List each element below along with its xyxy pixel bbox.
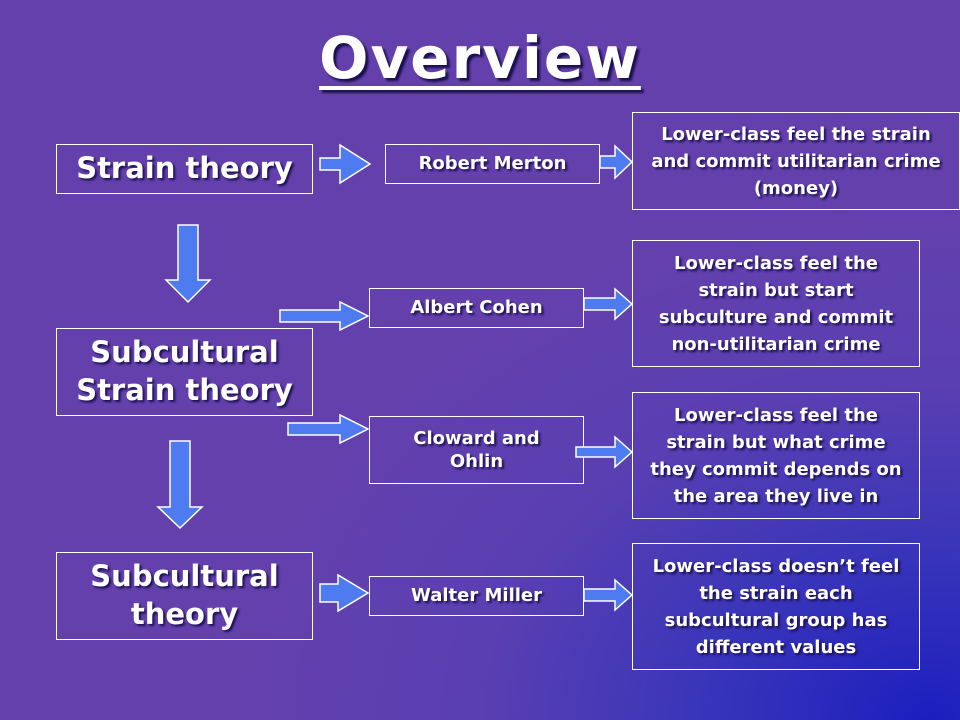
merton-description-box: Lower-class feel the strain and commit u… bbox=[632, 112, 960, 210]
cohen-description: Lower-class feel the strain but start su… bbox=[658, 252, 894, 355]
arrow-right-miller-to-description bbox=[583, 578, 634, 612]
miller-description: Lower-class doesn’t feel the strain each… bbox=[652, 555, 900, 658]
strain-theory-box: Strain theory bbox=[56, 144, 313, 194]
cloward-ohlin-description-box: Lower-class feel the strain but what cri… bbox=[632, 392, 920, 519]
arrow-right-to-miller bbox=[319, 573, 370, 613]
arrow-right-to-cloward-ohlin bbox=[287, 413, 370, 445]
arrow-right-strain-to-merton bbox=[319, 143, 372, 185]
robert-merton-label: Robert Merton bbox=[418, 153, 567, 175]
arrow-right-to-cohen bbox=[279, 300, 370, 332]
walter-miller-label: Walter Miller bbox=[411, 585, 542, 607]
arrow-right-cloward-to-description bbox=[575, 435, 634, 469]
cohen-description-box: Lower-class feel the strain but start su… bbox=[632, 240, 920, 367]
miller-description-box: Lower-class doesn’t feel the strain each… bbox=[632, 543, 920, 670]
subcultural-theory-label: Subcultural theory bbox=[90, 559, 279, 631]
subcultural-strain-theory-box: Subcultural Strain theory bbox=[56, 328, 313, 416]
albert-cohen-label: Albert Cohen bbox=[410, 297, 543, 319]
cloward-ohlin-label: Cloward and Ohlin bbox=[413, 427, 540, 472]
slide-title: Overview bbox=[319, 24, 641, 92]
arrow-down-subcultural-strain-to-subcultural bbox=[156, 440, 204, 530]
subcultural-strain-theory-label: Subcultural Strain theory bbox=[76, 335, 293, 407]
merton-description: Lower-class feel the strain and commit u… bbox=[651, 123, 941, 199]
arrow-right-merton-to-description bbox=[599, 144, 634, 180]
arrow-down-strain-to-subcultural-strain bbox=[164, 224, 212, 304]
strain-theory-label: Strain theory bbox=[76, 151, 293, 186]
cloward-ohlin-description: Lower-class feel the strain but what cri… bbox=[650, 404, 902, 507]
arrow-right-cohen-to-description bbox=[583, 287, 634, 321]
subcultural-theory-box: Subcultural theory bbox=[56, 552, 313, 640]
cloward-ohlin-box: Cloward and Ohlin bbox=[369, 416, 584, 484]
